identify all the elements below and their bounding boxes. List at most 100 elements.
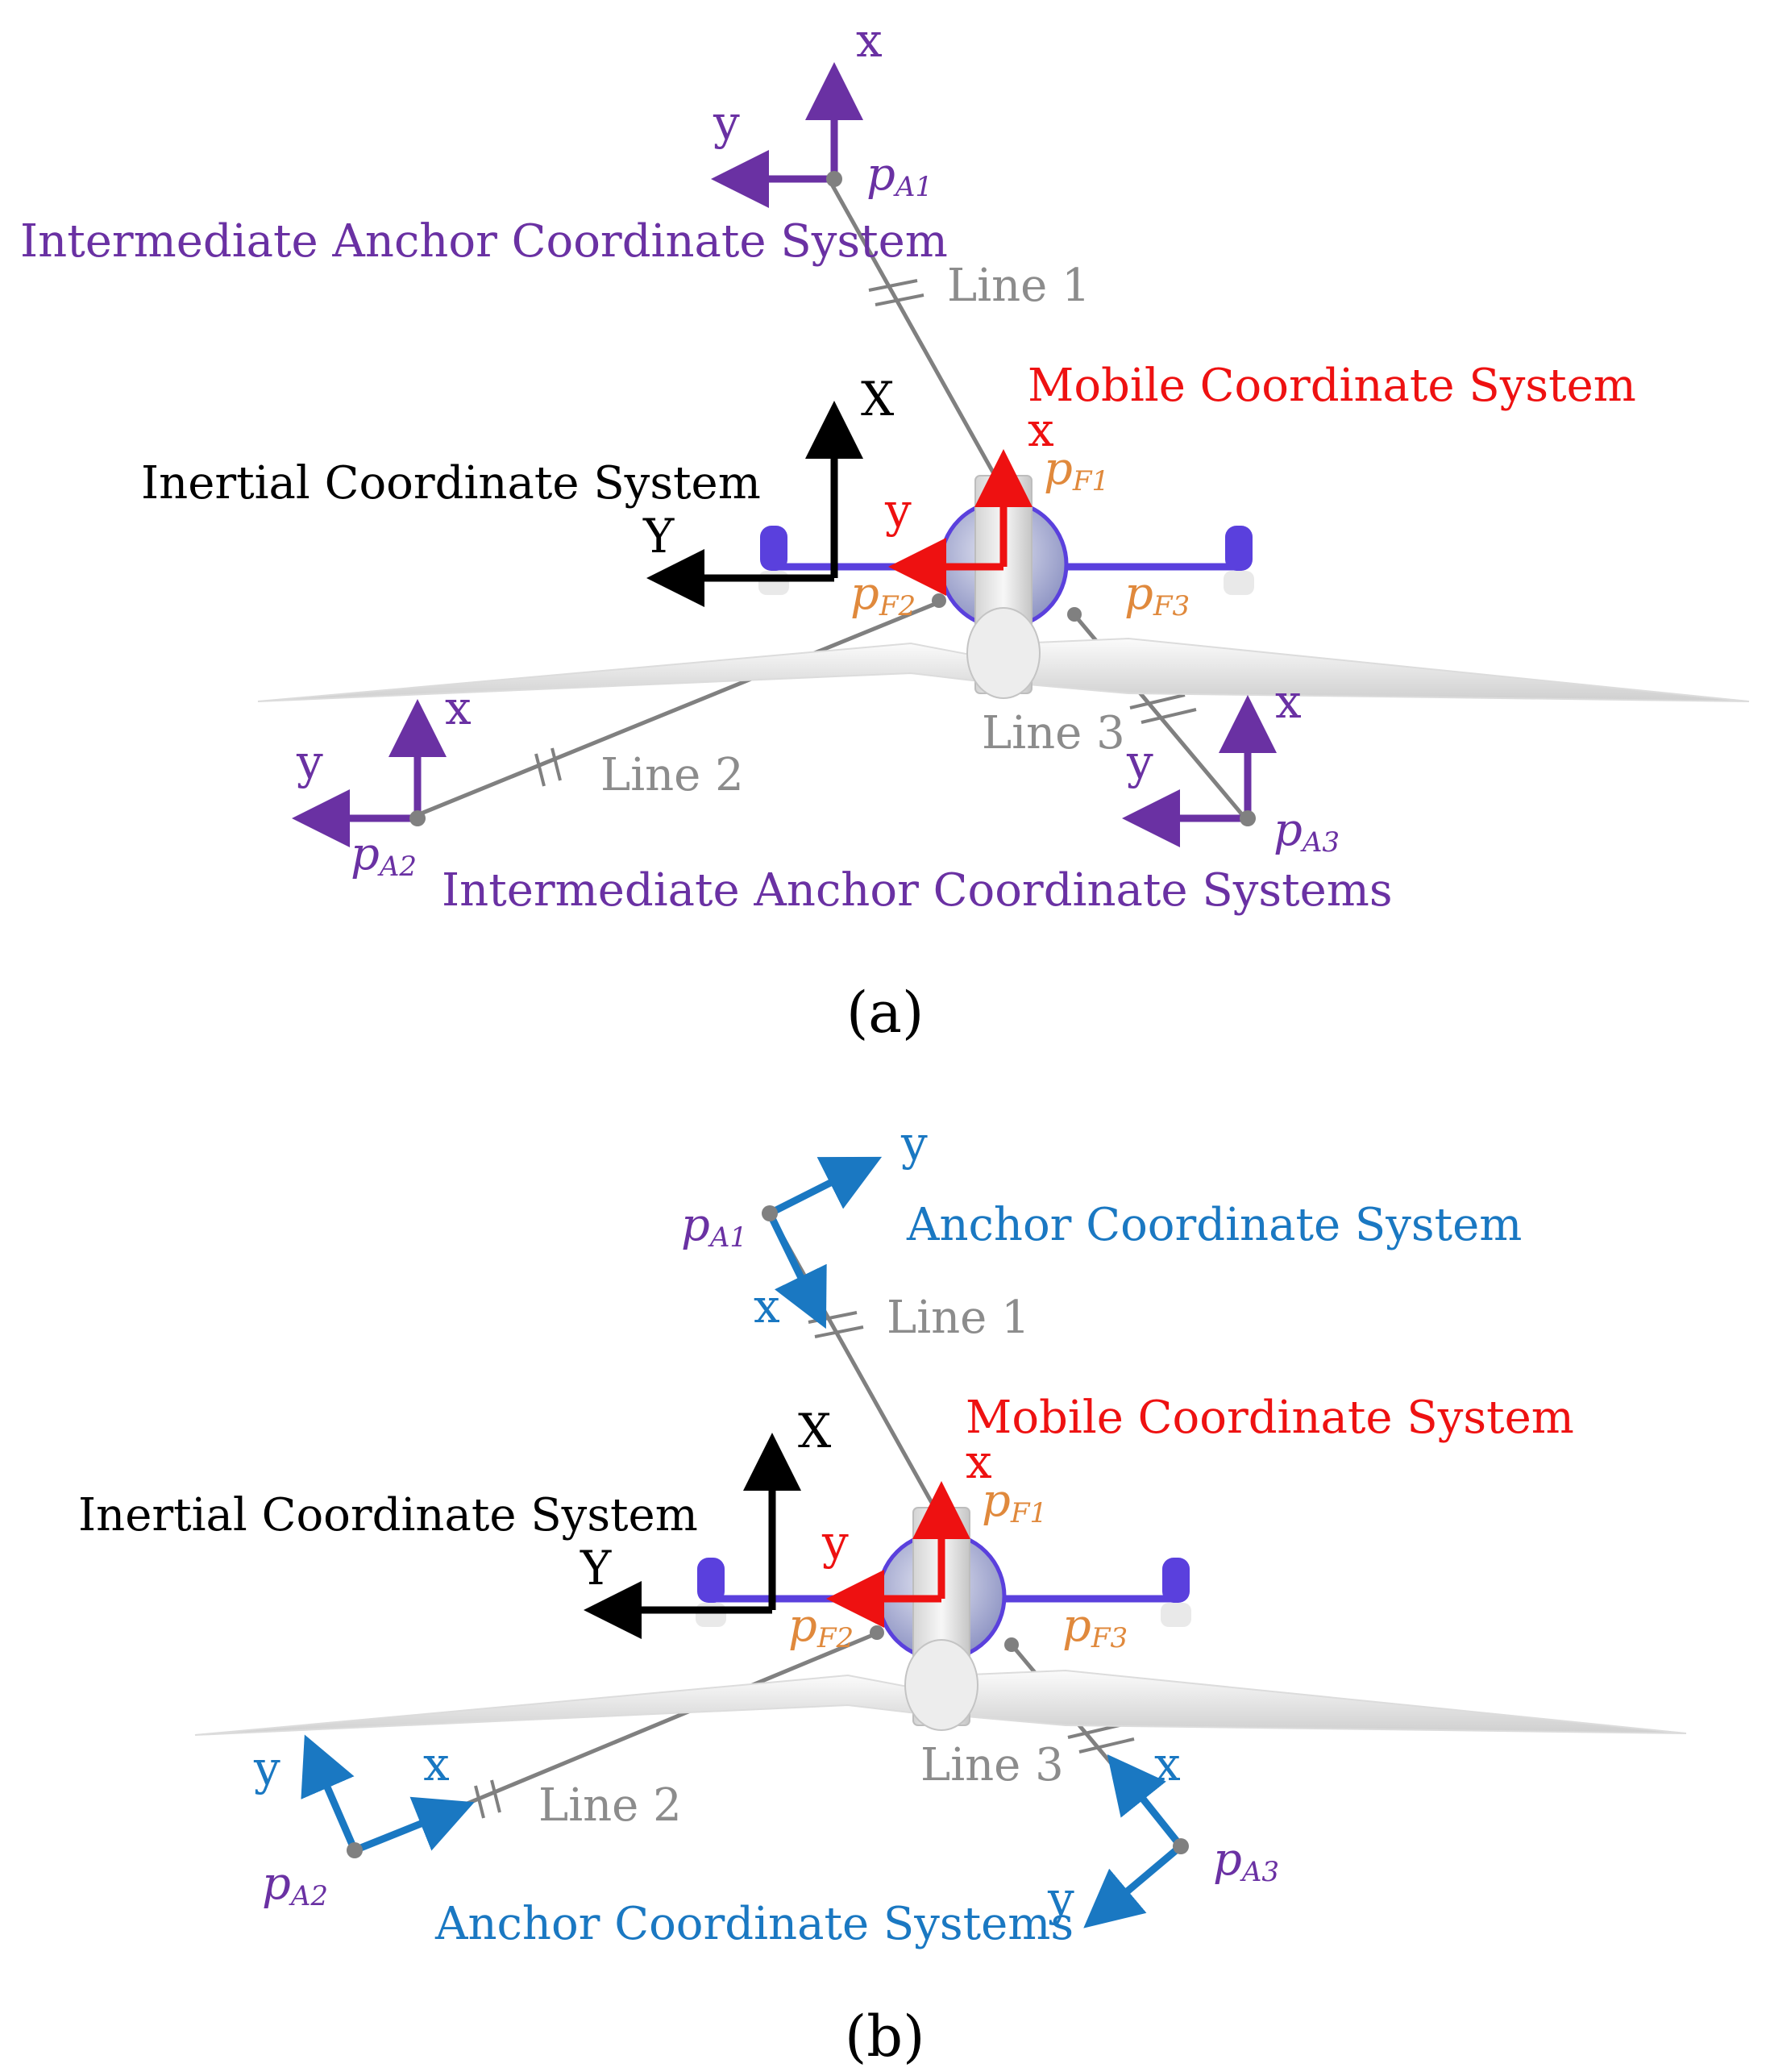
mobile-frame-a	[888, 449, 1032, 596]
a2-y-axis	[301, 1734, 359, 1852]
line-1-label: Line 1	[947, 260, 1091, 312]
anchor-points-a	[409, 171, 1256, 826]
fairlead-point-f2	[870, 1625, 884, 1640]
a1-y-label: y	[713, 95, 740, 150]
a1-y-label: y	[900, 1116, 928, 1171]
anchor-points-b	[347, 1205, 1189, 1858]
mobile-frame-title: Mobile Coordinate System	[966, 1392, 1574, 1444]
panel-a: Intermediate Anchor Coordinate System In…	[20, 13, 1750, 1046]
mobile-y-label: y	[884, 483, 912, 538]
side-float-left	[760, 526, 787, 571]
line-1-label: Line 1	[887, 1292, 1030, 1344]
a2-x-label: x	[423, 1737, 450, 1791]
panel-b-caption: (b)	[845, 2003, 924, 2070]
anchor-point-a2	[347, 1842, 363, 1858]
point-label-pf1: pF1	[982, 1475, 1047, 1529]
panel-a-caption: (a)	[846, 980, 924, 1046]
a1-y-axis	[767, 1156, 883, 1217]
point-label-pa2: pA2	[351, 828, 417, 883]
a1-x-label: x	[856, 13, 883, 68]
fairlead-point-f3	[1004, 1637, 1019, 1652]
mooring-line-1	[828, 180, 1002, 485]
mobile-frame-title: Mobile Coordinate System	[1028, 360, 1636, 412]
mobile-y-label: y	[821, 1515, 849, 1570]
point-label-pa3: pA3	[1213, 1833, 1279, 1888]
point-label-pf1: pF1	[1044, 443, 1109, 497]
blade-left	[257, 642, 985, 702]
point-label-pf2: pF2	[850, 568, 916, 622]
break-mark-line-3	[1141, 708, 1197, 724]
break-mark-line-1	[868, 279, 918, 292]
line-break-marks-a	[534, 279, 1197, 787]
break-mark-line-3	[1129, 693, 1186, 709]
mooring-line-2	[418, 598, 944, 817]
anchor-point-a3	[1173, 1838, 1189, 1854]
line-3-label: Line 3	[920, 1739, 1064, 1791]
a3-y-axis	[1083, 1843, 1183, 1928]
a2-x-label: x	[445, 680, 472, 735]
hub	[904, 1639, 978, 1731]
a3-y-label: y	[1126, 734, 1153, 789]
fairlead-point-f2	[932, 593, 946, 608]
a1-x-label: x	[754, 1279, 780, 1333]
blade-right	[951, 1669, 1687, 1734]
hub	[966, 607, 1041, 699]
intermediate-frame-title-bottom: Intermediate Anchor Coordinate Systems	[442, 864, 1393, 917]
break-mark-line-2	[551, 747, 562, 781]
mobile-frame-b	[826, 1481, 970, 1628]
line-3-label: Line 3	[982, 707, 1125, 759]
anchor-point-a1	[762, 1205, 778, 1221]
a3-x-label: x	[1275, 674, 1302, 729]
a2-y-label: y	[253, 1741, 280, 1795]
mobile-x-label: x	[966, 1434, 992, 1489]
a2-y-label: y	[296, 734, 323, 789]
point-label-pa3: pA3	[1273, 804, 1340, 859]
side-float-right-base	[1224, 571, 1254, 595]
a3-x-label: x	[1154, 1737, 1181, 1791]
a1-x-axis	[766, 1212, 827, 1329]
inertial-frame-title: Inertial Coordinate System	[78, 1489, 698, 1542]
break-mark-line-2	[474, 1785, 485, 1819]
inertial-frame-b	[584, 1433, 801, 1639]
intermediate-anchor-frames-a	[292, 62, 1277, 847]
anchor-frames-b	[301, 1156, 1184, 1928]
mobile-x-label: x	[1028, 402, 1054, 457]
anchor-frame-title-top: Anchor Coordinate System	[906, 1199, 1522, 1251]
side-float-right	[1162, 1558, 1190, 1603]
point-label-pa2: pA2	[262, 1858, 328, 1912]
point-label-pf3: pF3	[1062, 1600, 1128, 1654]
break-mark-line-3	[1078, 1737, 1135, 1754]
side-float-right	[1225, 526, 1253, 571]
side-float-right-base	[1161, 1603, 1191, 1627]
break-mark-line-1	[875, 293, 924, 306]
point-label-pf2: pF2	[788, 1600, 854, 1654]
intermediate-frame-title-top: Intermediate Anchor Coordinate System	[20, 215, 948, 268]
line-2-label: Line 2	[600, 749, 744, 801]
blade-right	[1014, 637, 1750, 702]
anchor-point-a2	[409, 810, 426, 826]
break-mark-line-1	[814, 1325, 864, 1338]
side-float-left	[697, 1558, 725, 1603]
inertial-frame-a	[646, 401, 863, 607]
point-label-pa1: pA1	[681, 1199, 747, 1254]
anchor-point-a1	[826, 171, 842, 187]
inertial-y-label: Y	[580, 1541, 612, 1596]
point-label-pf3: pF3	[1124, 568, 1190, 622]
line-2-label: Line 2	[538, 1779, 682, 1832]
a2-x-axis	[353, 1796, 475, 1854]
fairlead-point-f3	[1067, 607, 1082, 622]
break-mark-line-2	[534, 753, 546, 787]
inertial-y-label: Y	[642, 509, 675, 564]
blade-left	[194, 1674, 922, 1736]
point-label-pa1: pA1	[866, 148, 933, 203]
a3-y-label: y	[1047, 1871, 1074, 1926]
anchor-point-a3	[1240, 810, 1256, 826]
anchor-frame-title-bottom: Anchor Coordinate Systems	[434, 1898, 1074, 1950]
panel-b: Anchor Coordinate System Anchor Coordina…	[78, 1116, 1687, 2070]
inertial-x-label: X	[861, 372, 895, 426]
a3-x-axis	[1107, 1754, 1184, 1849]
inertial-x-label: X	[798, 1404, 832, 1458]
inertial-frame-title: Inertial Coordinate System	[141, 457, 761, 510]
break-mark-line-2	[490, 1779, 501, 1813]
